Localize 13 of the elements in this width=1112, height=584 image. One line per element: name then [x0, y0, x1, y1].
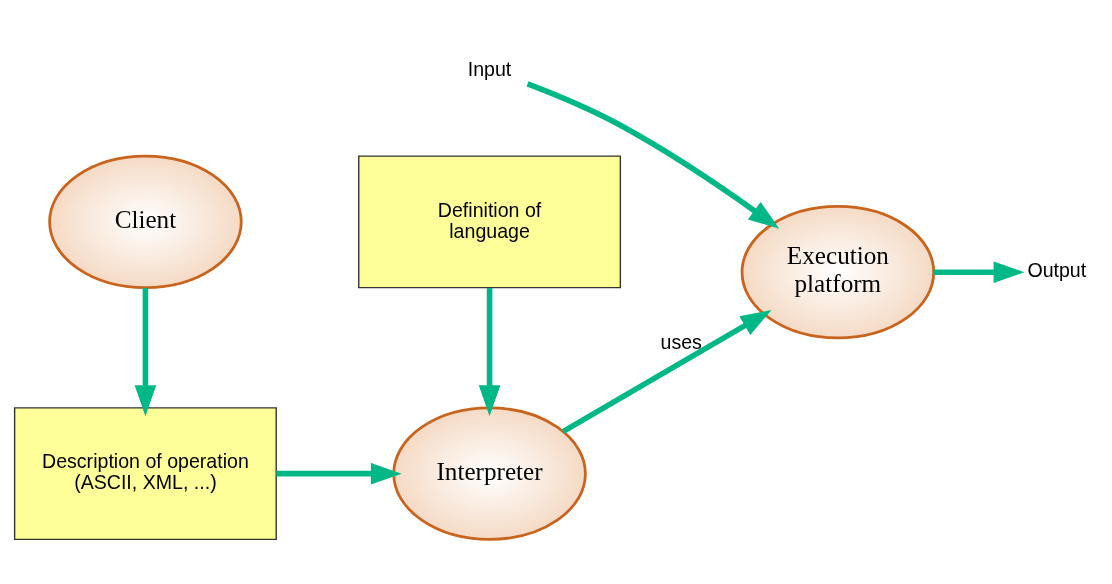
arrow — [562, 309, 772, 434]
node-text: Input — [467, 57, 512, 80]
arrow — [276, 462, 402, 484]
arrow — [134, 287, 157, 416]
arrow — [934, 260, 1025, 283]
edge-label: uses — [660, 330, 702, 353]
node-box: Description of operation (ASCII, XML, ...) — [13, 406, 277, 540]
node-box: Definition of language — [358, 154, 622, 288]
node-ellipse: Interpreter — [392, 406, 587, 541]
arrow — [478, 287, 501, 416]
node-ellipse: Client — [48, 154, 243, 289]
arrow — [526, 80, 780, 229]
node-text: Output — [1027, 258, 1087, 281]
